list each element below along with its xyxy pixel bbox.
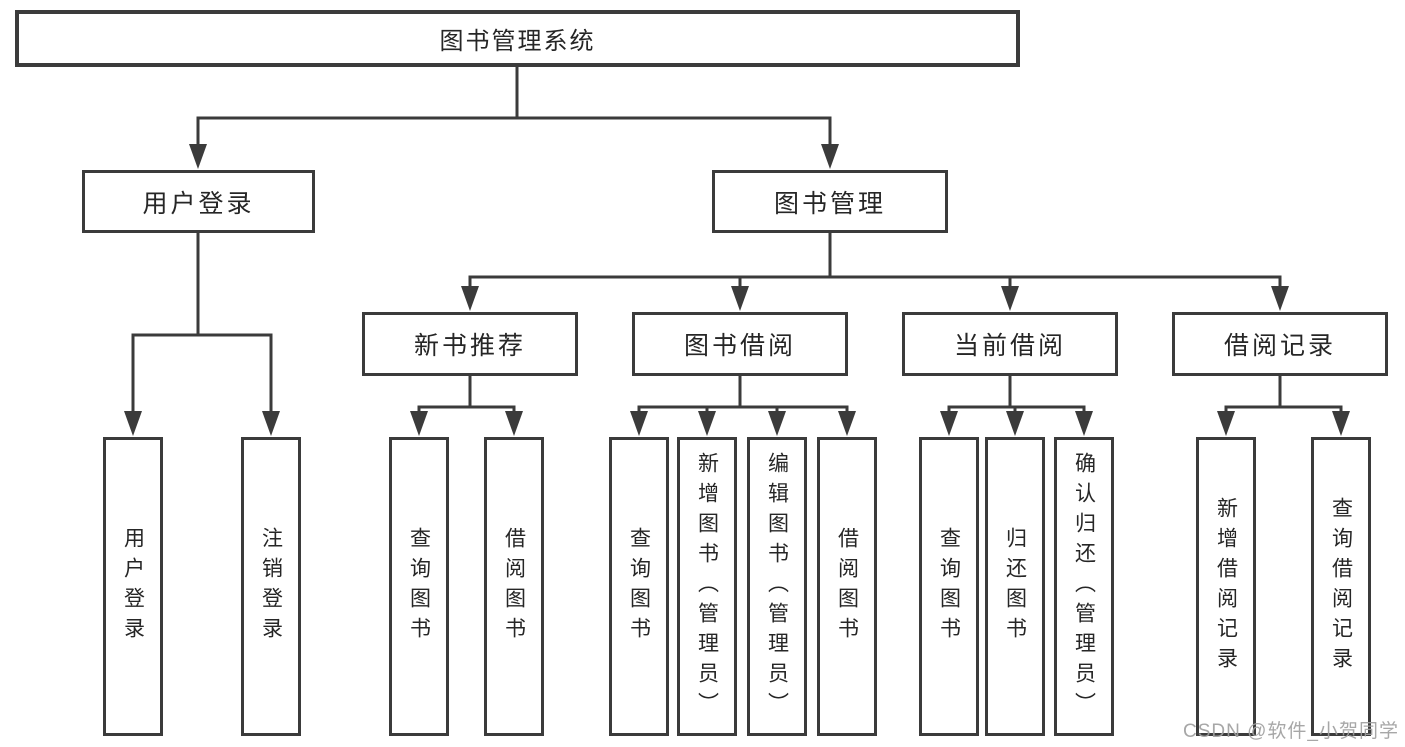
leaf-user-login: 用户登录 bbox=[103, 437, 163, 736]
leaf-confirm-return-admin: 确认归还（管理员） bbox=[1054, 437, 1114, 736]
leaf-borrow-books-recommend: 借阅图书 bbox=[484, 437, 544, 736]
node-current-borrow: 当前借阅 bbox=[902, 312, 1118, 376]
leaf-borrow-books-borrow: 借阅图书 bbox=[817, 437, 877, 736]
leaf-logout: 注销登录 bbox=[241, 437, 301, 736]
watermark-text: CSDN @软件_小贺同学 bbox=[1183, 721, 1399, 742]
leaf-add-book-admin: 新增图书（管理员） bbox=[677, 437, 737, 736]
leaf-add-borrow-record: 新增借阅记录 bbox=[1196, 437, 1256, 736]
leaf-query-borrow-record: 查询借阅记录 bbox=[1311, 437, 1371, 736]
leaf-query-books-current: 查询图书 bbox=[919, 437, 979, 736]
leaf-query-books-recommend: 查询图书 bbox=[389, 437, 449, 736]
node-library-system: 图书管理系统 bbox=[15, 10, 1020, 67]
node-new-book-recommend: 新书推荐 bbox=[362, 312, 578, 376]
leaf-return-book: 归还图书 bbox=[985, 437, 1045, 736]
leaf-query-books-borrow: 查询图书 bbox=[609, 437, 669, 736]
node-user-login: 用户登录 bbox=[82, 170, 315, 233]
leaf-edit-book-admin: 编辑图书（管理员） bbox=[747, 437, 807, 736]
node-book-borrow: 图书借阅 bbox=[632, 312, 848, 376]
arrowheads bbox=[124, 144, 1350, 436]
node-book-management: 图书管理 bbox=[712, 170, 948, 233]
node-borrow-records: 借阅记录 bbox=[1172, 312, 1388, 376]
